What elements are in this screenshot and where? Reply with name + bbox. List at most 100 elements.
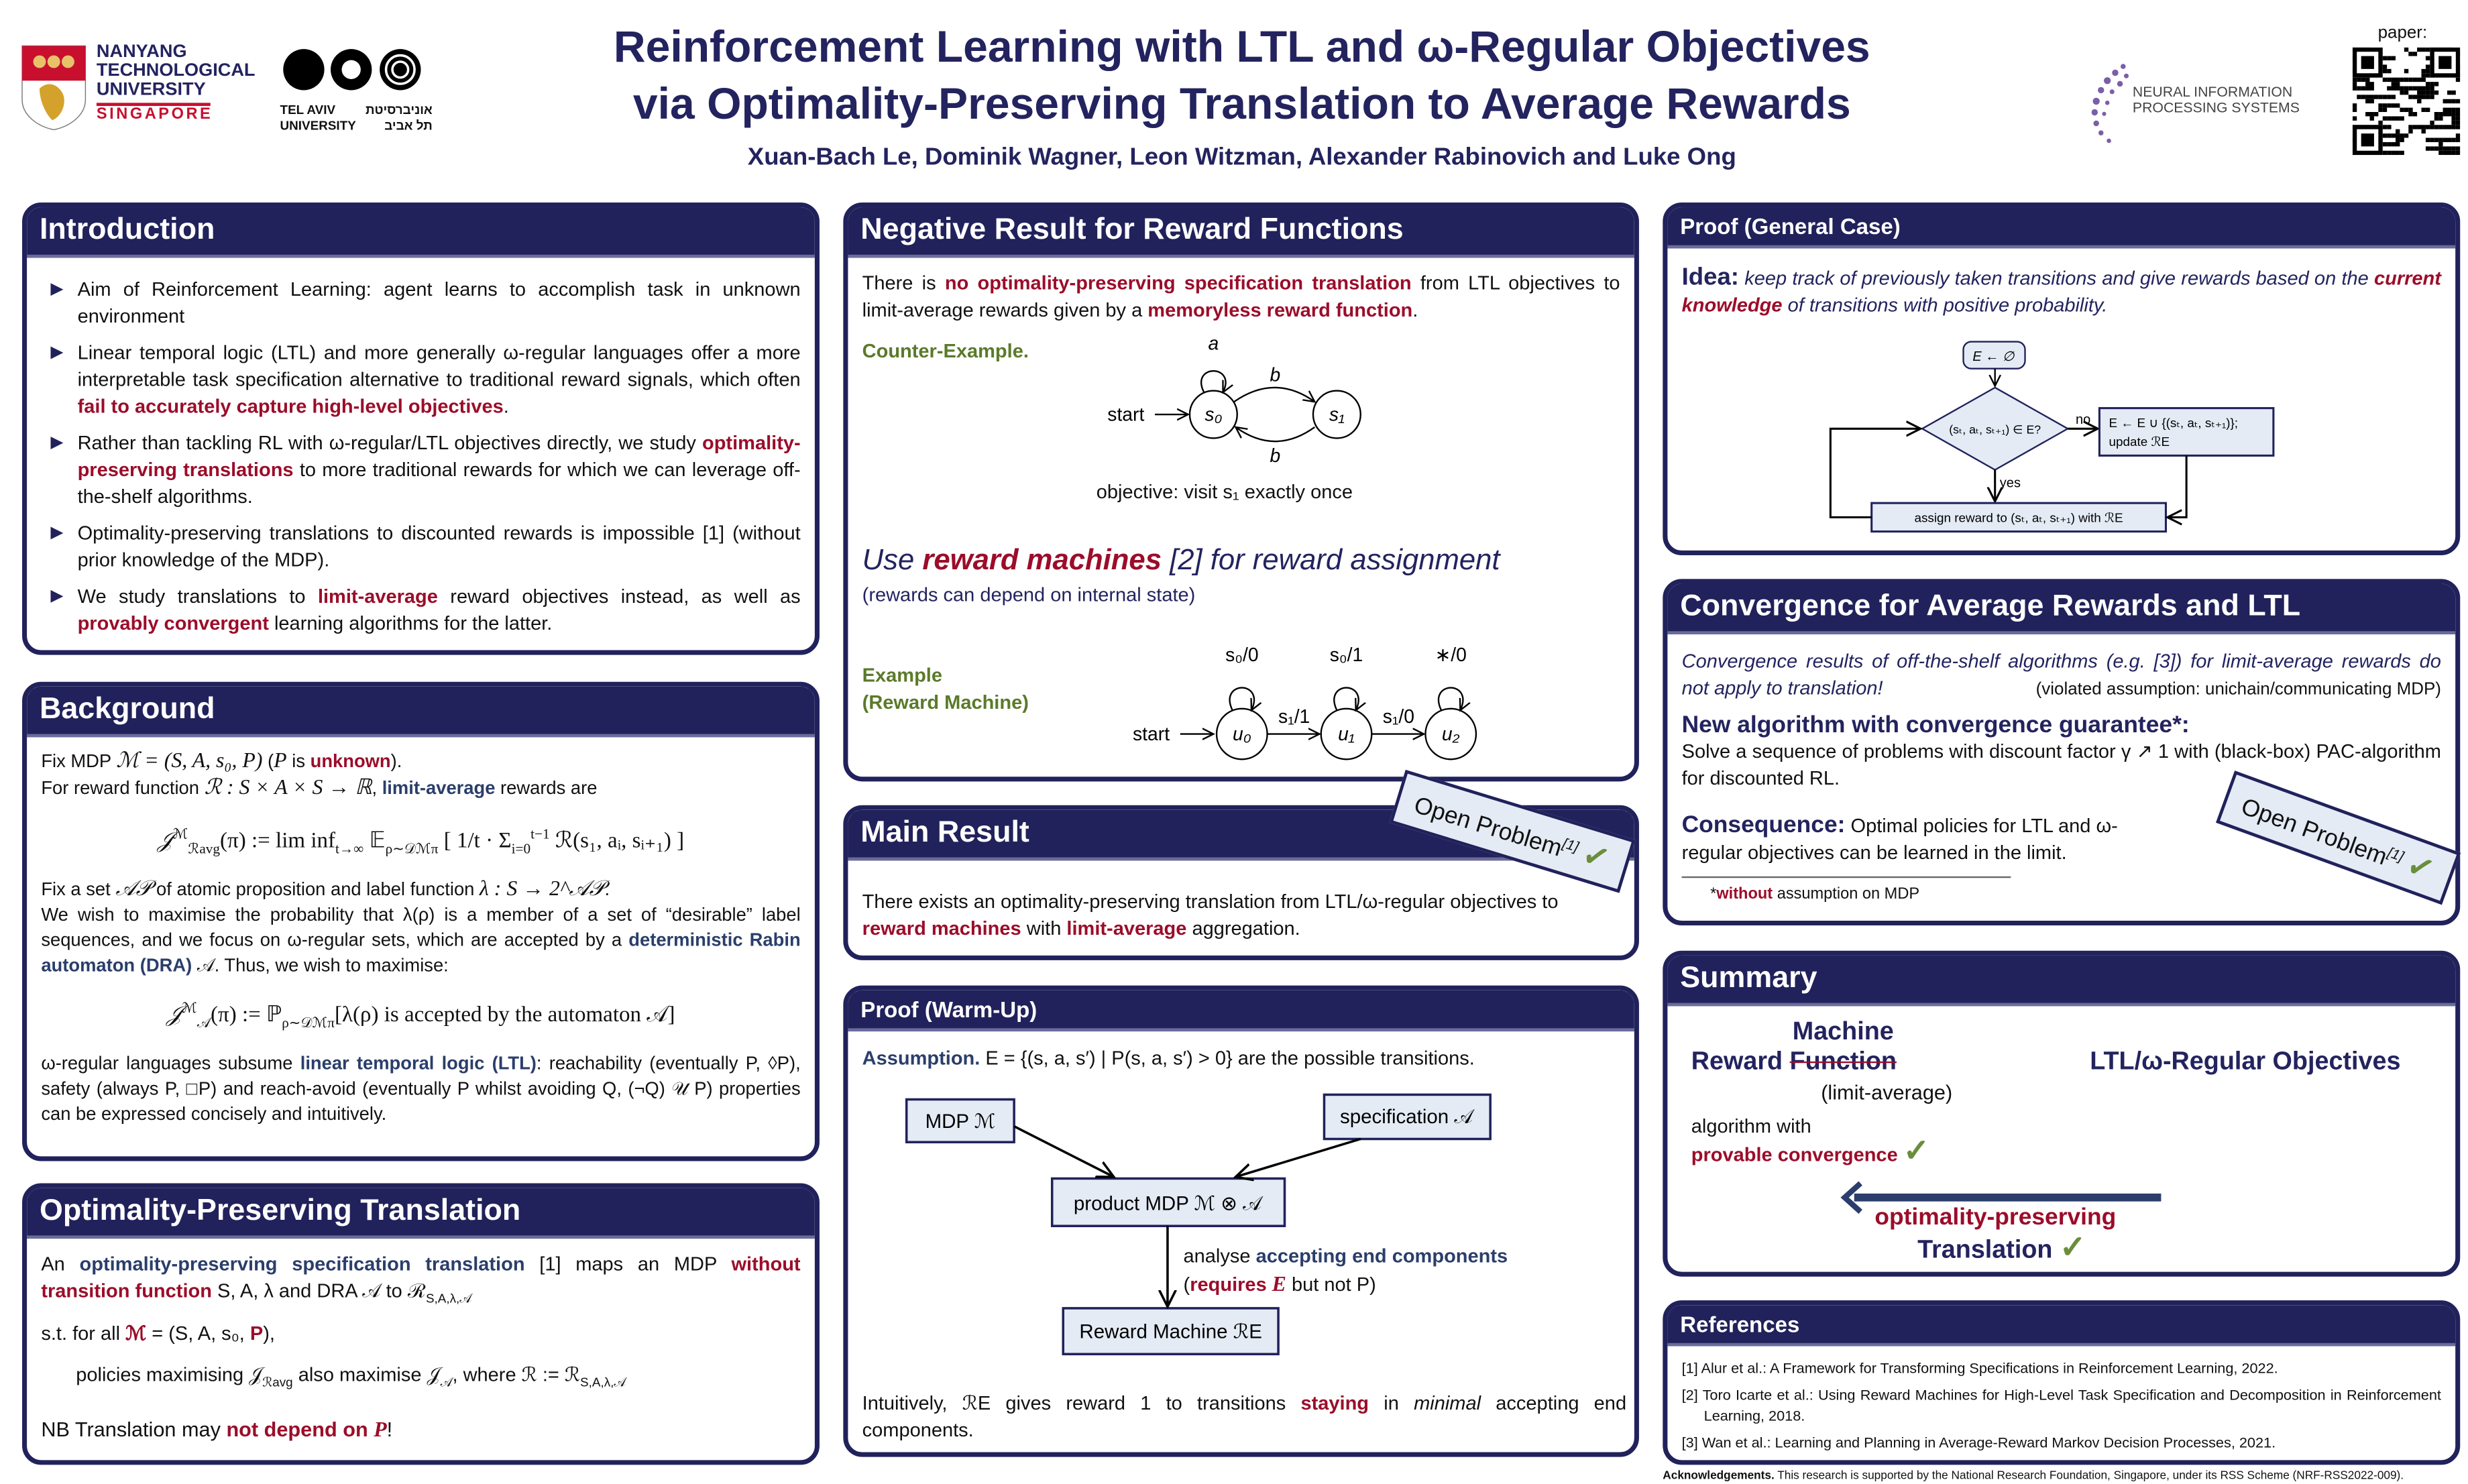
ntu-line4: SINGAPORE [96, 106, 213, 124]
tau-line2: UNIVERSITY [280, 118, 356, 133]
svg-text:start: start [1107, 403, 1144, 424]
intro-bullet: We study translations to limit-average r… [41, 583, 801, 637]
references-section: References [1] Alur et al.: A Framework … [1663, 1300, 2461, 1465]
reward-machine-node [1062, 1307, 1280, 1356]
reward-machine-diagram: start u₀ u₁ u₂ s₀/0 s₀/1 ∗/0 s₁/1 s₁/0 [1133, 644, 1477, 760]
background-ltl: ω-regular languages subsume linear tempo… [41, 1053, 801, 1125]
svg-text:a: a [1208, 332, 1219, 353]
tau-line4: תל אביב [384, 118, 433, 133]
svg-text:∗/0: ∗/0 [1435, 644, 1467, 665]
convergence-note: Convergence results of off-the-shelf alg… [1681, 650, 2441, 699]
intro-bullet: Aim of Reinforcement Learning: agent lea… [41, 277, 801, 331]
summary-objectives: LTL/ω-Regular Objectives [2090, 1049, 2401, 1076]
product-node [1050, 1177, 1286, 1227]
reference-item: [3] Wan et al.: Learning and Planning in… [1681, 1434, 2276, 1451]
svg-text:Reward Machine ℛE: Reward Machine ℛE [1079, 1321, 1261, 1343]
formula-acceptance: 𝒥ℳ𝒜(π) := ℙρ∼𝒟ℳπ[λ(ρ) is accepted by the… [166, 1000, 675, 1031]
svg-text:s₀: s₀ [1204, 403, 1222, 424]
ntu-line1: NANYANG [96, 42, 187, 62]
svg-text:s₀/0: s₀/0 [1225, 644, 1259, 665]
section-title: Summary [1667, 955, 2456, 1007]
translation-section: Optimality-Preserving Translation An opt… [22, 1183, 820, 1465]
svg-text:s₁: s₁ [1329, 403, 1345, 424]
ntu-crest-icon [21, 45, 87, 131]
section-title: Background [27, 686, 815, 738]
warmup-intuition: Intuitively, ℛE gives reward 1 to transi… [862, 1391, 1627, 1442]
summary-limit-average: (limit-average) [1821, 1080, 1953, 1104]
counter-example-label: Counter-Example. [862, 340, 1029, 363]
objective-text: objective: visit s₁ exactly once [1096, 481, 1353, 504]
ntu-line2: TECHNOLOGICAL [96, 62, 256, 81]
section-title: Introduction [27, 207, 815, 258]
section-title: Optimality-Preserving Translation [27, 1188, 815, 1239]
summary-provable: provable convergence ✓ [1691, 1134, 1930, 1169]
neurips-logo: NEURAL INFORMATION PROCESSING SYSTEMS [2088, 60, 2310, 148]
svg-text:(sₜ, aₜ, sₜ₊₁) ∈ E?: (sₜ, aₜ, sₜ₊₁) ∈ E? [1949, 422, 2041, 436]
intro-bullet: Rather than tackling RL with ω-regular/L… [41, 431, 801, 511]
state-u2 [1424, 707, 1477, 760]
check-icon: ✓ [2402, 847, 2439, 890]
authors: Xuan-Bach Le, Dominik Wagner, Leon Witzm… [747, 144, 1736, 171]
summary-opt: optimality-preserving [1874, 1204, 2117, 1231]
general-flowchart: E ← ∅ (sₜ, aₜ, sₜ₊₁) ∈ E? no E ← E ∪ {(s… [1829, 341, 2275, 533]
section-title: Proof (Warm-Up) [848, 990, 1634, 1032]
svg-text:b: b [1270, 445, 1280, 466]
poster-title-line1: Reinforcement Learning with LTL and ω-Re… [613, 22, 1870, 72]
convergence-section: Convergence for Average Rewards and LTL … [1663, 579, 2461, 926]
summary-algorithm: algorithm with [1691, 1115, 1811, 1138]
svg-text:s₁/1: s₁/1 [1278, 705, 1310, 727]
background-maximise: We wish to maximise the probability that… [41, 905, 801, 977]
svg-text:b: b [1270, 364, 1280, 386]
background-mdp: Fix MDP ℳ = (S, A, s₀, P) (P is unknown)… [41, 748, 402, 773]
main-result-text: There exists an optimality-preserving tr… [862, 891, 1559, 940]
consequence-text: Consequence: Optimal policies for LTL an… [1681, 811, 2118, 864]
svg-text:s₁/0: s₁/0 [1383, 705, 1414, 727]
svg-text:u₂: u₂ [1442, 723, 1460, 744]
svg-text:u₀: u₀ [1233, 723, 1251, 744]
svg-text:u₁: u₁ [1338, 723, 1355, 744]
example-label: Example(Reward Machine) [862, 664, 1029, 714]
intro-bullet: Optimality-preserving translations to di… [41, 520, 801, 574]
section-title: References [1667, 1305, 2456, 1347]
negative-result-section: Negative Result for Reward Functions The… [843, 202, 1639, 782]
svg-text:start: start [1133, 723, 1170, 744]
translation-definition: An optimality-preserving specification t… [41, 1253, 801, 1306]
check-icon: ✓ [2059, 1231, 2086, 1266]
acknowledgements: Acknowledgements. This research is suppo… [1663, 1468, 2404, 1483]
svg-text:assign reward to (sₜ, aₜ, sₜ₊₁: assign reward to (sₜ, aₜ, sₜ₊₁) with ℛE [1915, 510, 2123, 524]
introduction-section: Introduction Aim of Reinforcement Learni… [22, 202, 820, 655]
summary-reward-function: Reward Function [1691, 1049, 1897, 1076]
tau-line3: אוניברסיטת [365, 103, 433, 117]
formula-limit-average: 𝒥ℳℛavg(π) := lim inft→∞ 𝔼ρ∼𝒟ℳπ [ 1/t · Σ… [157, 825, 685, 857]
neurips-line2: PROCESSING SYSTEMS [2132, 99, 2300, 116]
svg-text:specification 𝒜: specification 𝒜 [1340, 1106, 1475, 1128]
svg-text:E ← E ∪ {(sₜ, aₜ, sₜ₊₁)};: E ← E ∪ {(sₜ, aₜ, sₜ₊₁)}; [2109, 416, 2239, 430]
new-algorithm-title: New algorithm with convergence guarantee… [1681, 711, 2190, 739]
section-title: Proof (General Case) [1667, 207, 2456, 249]
specification-node [1323, 1093, 1492, 1141]
intro-bullet: Linear temporal logic (LTL) and more gen… [41, 340, 801, 420]
section-title: Convergence for Average Rewards and LTL [1667, 583, 2456, 634]
paper-label: paper: [2377, 23, 2428, 43]
general-case-section: Proof (General Case) Idea: keep track of… [1663, 202, 2461, 556]
update-node [2098, 407, 2275, 457]
reward-machines-heading: Use reward machines [2] for reward assig… [862, 543, 1500, 576]
reference-item: [2] Toro Icarte et al.: Using Reward Mac… [1681, 1387, 2441, 1424]
analyse-text: analyse accepting end components (requir… [1183, 1245, 1508, 1296]
translation-policies: policies maximising 𝒥ℛavg also maximise … [76, 1364, 626, 1391]
tau-circles-icon [283, 49, 421, 91]
state-s0 [1188, 390, 1238, 439]
summary-section: Summary Machine Reward Function (limit-a… [1663, 950, 2461, 1277]
counter-example-diagram: start s₀ s₁ a b b [1107, 332, 1361, 466]
translation-forall: s.t. for all ℳ = (S, A, s₀, P), [41, 1323, 275, 1346]
state-s1 [1312, 390, 1361, 439]
summary-machine: Machine [1792, 1019, 1894, 1046]
mdp-node [905, 1098, 1015, 1143]
neurips-line1: NEURAL INFORMATION [2132, 84, 2293, 100]
check-icon: ✓ [1903, 1134, 1930, 1169]
svg-text:update ℛE: update ℛE [2109, 435, 2170, 449]
qr-code-icon[interactable] [2352, 47, 2461, 156]
